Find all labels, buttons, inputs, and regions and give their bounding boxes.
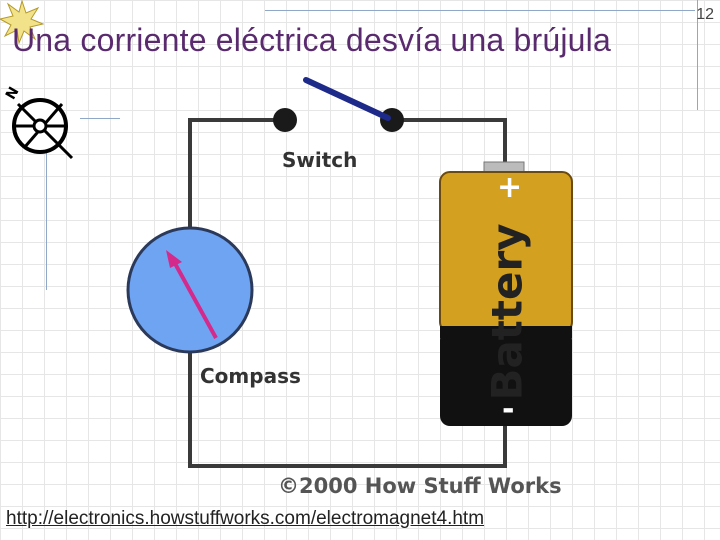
copyright-text: ©2000 How Stuff Works bbox=[278, 474, 562, 498]
battery-plus-sign: + bbox=[497, 170, 523, 205]
switch-terminal bbox=[380, 108, 404, 132]
battery-label: Battery bbox=[482, 223, 532, 401]
compass-label: Compass bbox=[200, 364, 301, 388]
decorative-line bbox=[697, 0, 698, 110]
source-link[interactable]: http://electronics.howstuffworks.com/ele… bbox=[6, 508, 485, 529]
slide-title: Una corriente eléctrica desvía una brúju… bbox=[12, 22, 611, 58]
decorative-line bbox=[80, 118, 120, 119]
circuit-wire bbox=[188, 118, 285, 228]
battery-minus-sign: - bbox=[502, 392, 515, 427]
battery-bottom bbox=[440, 330, 572, 426]
compass-needle-icon bbox=[166, 250, 218, 339]
circuit-wire bbox=[188, 352, 507, 468]
switch-label: Switch bbox=[282, 148, 358, 172]
circuit-wire bbox=[392, 118, 507, 178]
slide-number: 12 bbox=[696, 6, 714, 23]
compass-logo-icon: N bbox=[3, 84, 74, 160]
star-icon bbox=[0, 0, 44, 44]
decorative-line bbox=[265, 10, 695, 11]
decorative-line bbox=[46, 150, 47, 290]
switch-terminal bbox=[273, 108, 297, 132]
switch-lever bbox=[303, 77, 391, 121]
